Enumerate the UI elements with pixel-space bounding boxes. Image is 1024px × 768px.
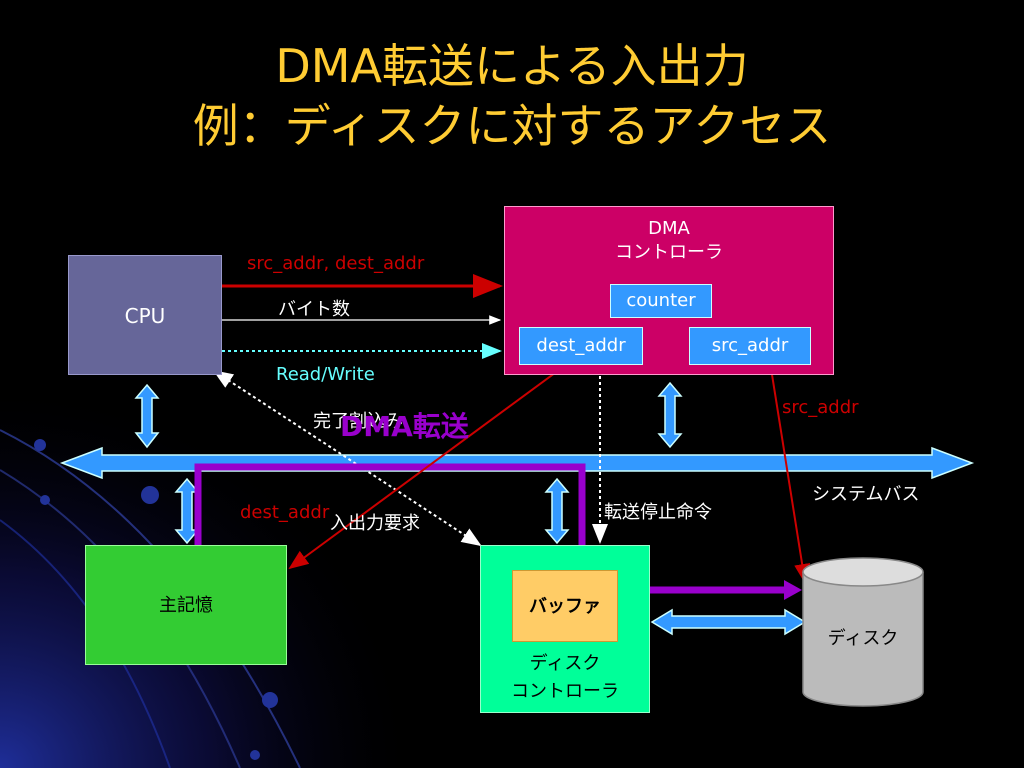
main-memory-box: 主記憶 bbox=[85, 545, 287, 665]
dma-controller-box: DMA コントローラ counter dest_addr src_addr bbox=[504, 206, 834, 375]
counter-register: counter bbox=[610, 284, 712, 318]
dest-addr-pointer bbox=[288, 355, 579, 570]
dma-controller-title-2: コントローラ bbox=[615, 242, 723, 263]
system-bus-label: システムバス bbox=[812, 484, 920, 505]
io-request-label: 入出力要求 bbox=[330, 513, 420, 534]
disk-controller-label-1: ディスク bbox=[529, 653, 601, 674]
src-addr-register: src_addr bbox=[689, 327, 811, 365]
bus-connector-disk-controller bbox=[544, 477, 570, 545]
dma-controller-title-1: DMA bbox=[648, 218, 690, 239]
rw-signal-label: Read/Write bbox=[276, 364, 375, 385]
done-interrupt-label: 完了割込み bbox=[313, 411, 403, 432]
bus-connector-dma bbox=[657, 381, 683, 449]
title-line-2: 例：ディスクに対するアクセス bbox=[192, 99, 832, 153]
stop-command-label: 転送停止命令 bbox=[604, 502, 712, 523]
buffer-box: バッファ bbox=[512, 570, 618, 642]
cpu-box: CPU bbox=[68, 255, 222, 375]
src-addr-pointer bbox=[769, 361, 811, 584]
dma-transfer-path bbox=[194, 463, 790, 594]
disk-label: ディスク bbox=[827, 628, 899, 649]
title-line-1: DMA転送による入出力 bbox=[275, 39, 749, 93]
dest-addr-register: dest_addr bbox=[519, 327, 643, 365]
disk-link bbox=[650, 608, 807, 636]
src-addr-pointer-label: src_addr bbox=[782, 397, 859, 418]
disk-controller-label-2: コントローラ bbox=[511, 681, 619, 702]
dest-addr-pointer-label: dest_addr bbox=[240, 502, 330, 523]
disk-controller-box: バッファ ディスク コントローラ bbox=[480, 545, 650, 713]
addr-signal-label: src_addr, dest_addr bbox=[247, 253, 425, 274]
dma-transfer-label: DMA転送 bbox=[340, 410, 469, 443]
bytes-signal-label: バイト数 bbox=[278, 299, 350, 320]
bus-connector-memory bbox=[174, 477, 200, 545]
interrupt-request-line bbox=[212, 370, 482, 547]
bus-connector-cpu bbox=[134, 383, 160, 449]
